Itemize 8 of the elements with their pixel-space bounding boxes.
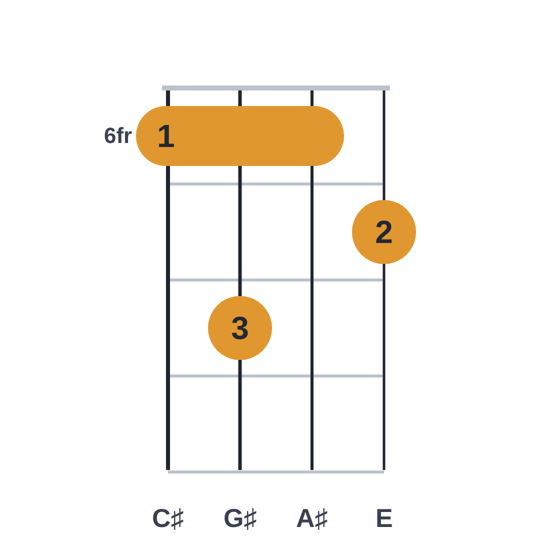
finger-number: 1 — [157, 120, 175, 152]
string-name: A♯ — [296, 505, 328, 531]
string-name: C♯ — [152, 505, 184, 531]
string-name: G♯ — [224, 505, 257, 531]
fret-position-label: 6fr — [104, 125, 132, 147]
string-name: E — [376, 505, 393, 531]
finger-number: 2 — [375, 216, 393, 248]
finger-number: 3 — [231, 312, 249, 344]
